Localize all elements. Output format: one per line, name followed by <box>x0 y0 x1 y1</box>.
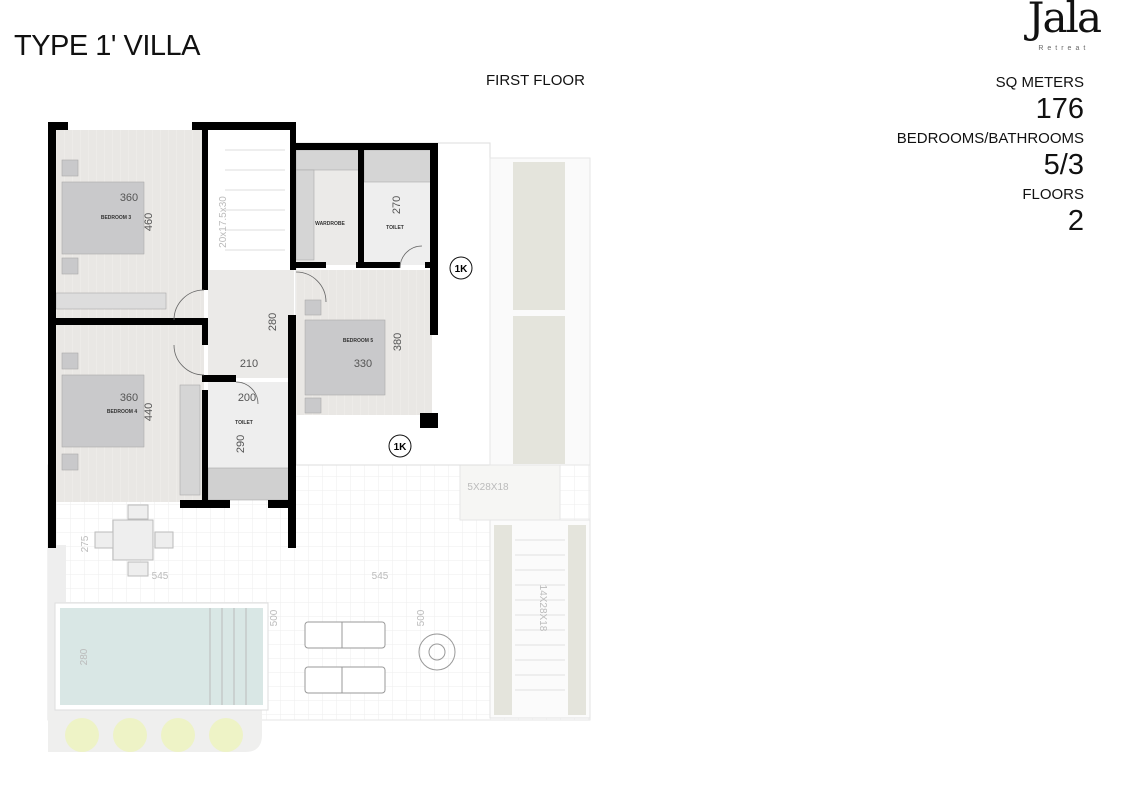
floors-value: 2 <box>1067 205 1084 237</box>
svg-text:500: 500 <box>269 609 280 626</box>
planter <box>513 316 565 464</box>
marker-1k-terrace: 1K <box>449 256 473 280</box>
room-label-bedroom4: BEDROOM 4 <box>107 409 138 415</box>
svg-text:280: 280 <box>79 648 90 665</box>
bedrooms-bathrooms-value: 5/3 <box>1043 149 1084 181</box>
svg-text:360: 360 <box>120 392 138 404</box>
svg-text:270: 270 <box>391 196 403 214</box>
svg-text:275: 275 <box>80 535 91 552</box>
svg-text:280: 280 <box>267 313 279 331</box>
svg-text:14X28X18: 14X28X18 <box>537 585 548 632</box>
patio <box>47 464 591 752</box>
info-panel: SQ METERS 176 BEDROOMS/BATHROOMS 5/3 FLO… <box>897 74 1084 242</box>
sq-meters-value: 176 <box>1035 93 1084 125</box>
logo-tagline: Retreat <box>1038 45 1090 52</box>
svg-text:380: 380 <box>392 333 404 351</box>
svg-text:1K: 1K <box>455 264 469 275</box>
svg-text:200: 200 <box>238 392 256 404</box>
svg-text:210: 210 <box>240 358 258 370</box>
svg-text:545: 545 <box>372 571 389 582</box>
room-label-bedroom3: BEDROOM 3 <box>101 215 132 221</box>
shrubs <box>65 718 243 752</box>
bedrooms-bathrooms-label: BEDROOMS/BATHROOMS <box>896 130 1084 147</box>
planter <box>494 525 512 715</box>
doors <box>173 245 423 405</box>
logo: Jala Retreat <box>1027 0 1102 54</box>
svg-text:290: 290 <box>235 435 247 453</box>
dining-set <box>94 504 174 577</box>
svg-text:500: 500 <box>416 609 427 626</box>
svg-text:440: 440 <box>143 403 155 421</box>
floors-label: FLOORS <box>1022 186 1084 203</box>
sun-loungers <box>304 621 386 694</box>
svg-text:360: 360 <box>120 192 138 204</box>
room-label-wardrobe: WARDROBE <box>315 221 345 227</box>
logo-name: Jala <box>1027 0 1102 42</box>
planter <box>568 525 586 715</box>
sq-meters-label: SQ METERS <box>995 74 1084 91</box>
svg-text:460: 460 <box>143 213 155 231</box>
fountain <box>418 633 456 671</box>
svg-text:545: 545 <box>152 571 169 582</box>
svg-text:330: 330 <box>354 358 372 370</box>
svg-text:1K: 1K <box>394 442 408 453</box>
dimensions: 360 460 360 440 210 280 200 290 270 330 … <box>79 192 548 665</box>
marker-1k-balcony: 1K <box>388 434 412 458</box>
page-title: TYPE 1' VILLA <box>14 30 201 62</box>
room-label-toilet1: TOILET <box>386 225 404 231</box>
svg-text:5X28X18: 5X28X18 <box>467 482 509 493</box>
walls <box>48 122 438 548</box>
planter <box>513 162 565 310</box>
floor-label: FIRST FLOOR <box>486 72 585 89</box>
room-label-bedroom5: BEDROOM 5 <box>343 338 374 344</box>
pool <box>60 608 263 705</box>
furniture <box>55 149 433 501</box>
svg-text:20x17.5x30: 20x17.5x30 <box>218 196 229 248</box>
room-label-toilet2: TOILET <box>235 420 253 426</box>
